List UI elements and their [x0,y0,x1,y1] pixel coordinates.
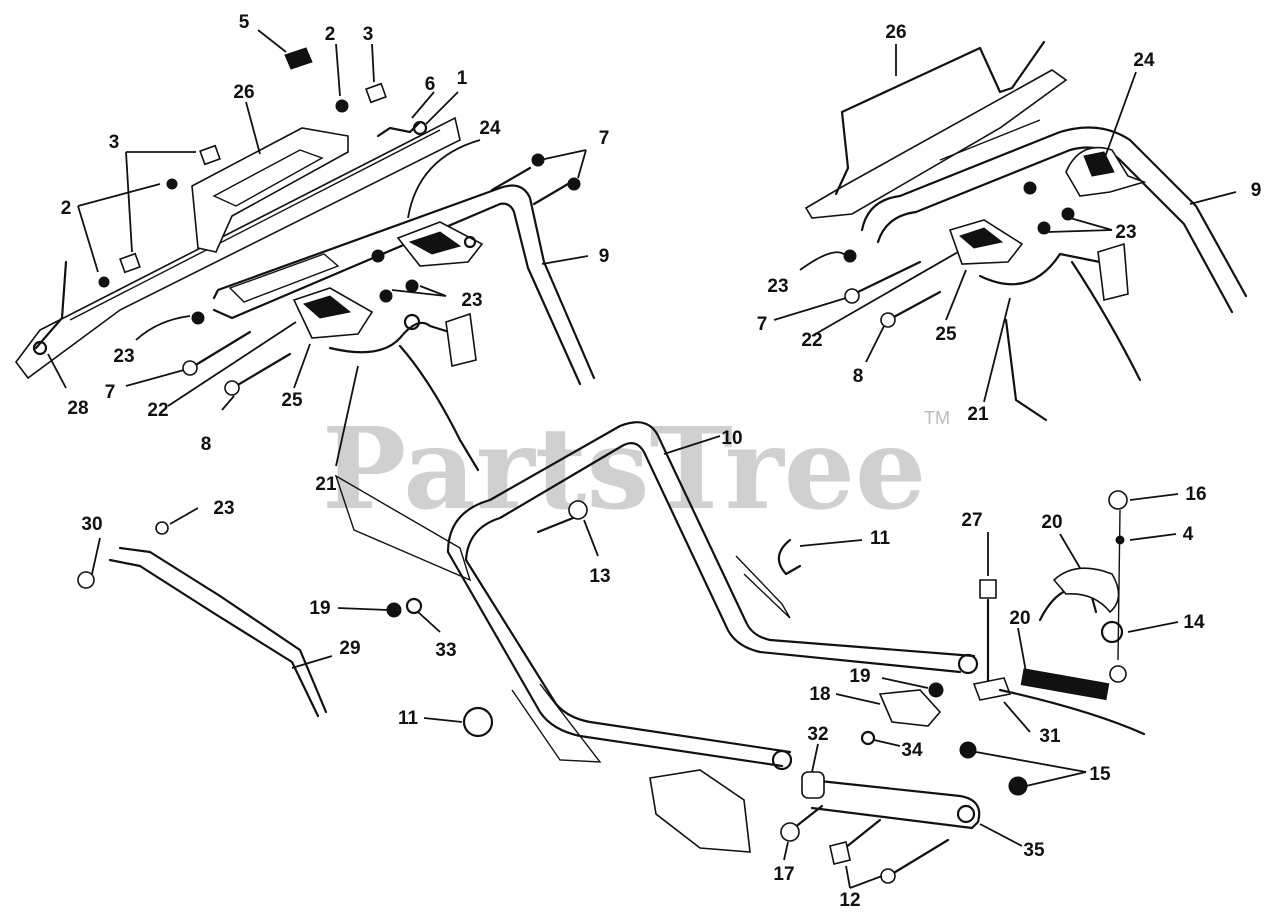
callout-1: 1 [457,68,468,89]
callout-25: 25 [281,390,303,411]
callout-7: 7 [757,314,768,335]
clamp-11 [777,538,802,576]
callout-21: 21 [315,474,337,495]
cable-20 [998,688,1146,736]
callout-23: 23 [113,346,134,367]
callout-11: 11 [398,708,419,729]
callout-7: 7 [105,382,116,403]
callout-10: 10 [721,428,742,449]
callout-11: 11 [870,528,891,549]
callout-8: 8 [853,366,864,387]
callout-21: 21 [967,404,989,425]
callout-3: 3 [109,132,120,153]
lower-handle-frame [446,421,976,658]
right-panel-assembly [804,40,1248,422]
rod-28 [34,260,68,350]
leader-lines [47,29,1237,889]
main-handle-assembly [77,421,1146,884]
callout-22: 22 [147,400,168,421]
control-lever-25 [292,287,374,339]
callout-3: 3 [363,24,374,45]
callout-20: 20 [1009,608,1030,629]
callout-6: 6 [425,74,436,95]
callout-24: 24 [479,118,501,139]
callout-16: 16 [1185,484,1206,505]
callout-35: 35 [1023,840,1045,861]
callout-23: 23 [1115,222,1136,243]
callout-25: 25 [935,324,957,345]
upper-handle-tube [212,184,596,380]
bottom-link-35 [808,778,981,830]
callout-33: 33 [435,640,456,661]
left-panel-assembly [15,47,596,472]
callout-17: 17 [773,864,794,885]
cable-21 [328,321,464,354]
callout-9: 9 [1251,180,1262,201]
callout-2: 2 [61,198,72,219]
callout-2: 2 [325,24,336,45]
decal-5 [284,47,313,70]
callout-26: 26 [233,82,254,103]
bolt-13 [536,514,580,534]
control-lever-24 [396,221,484,267]
link-29 [118,546,328,714]
callout-9: 9 [599,246,610,267]
callout-27: 27 [961,510,982,531]
callout-4: 4 [1183,524,1194,545]
callout-29: 29 [339,638,360,659]
callout-19: 19 [309,598,330,619]
callout-26: 26 [885,22,906,43]
callout-28: 28 [67,398,88,419]
callout-18: 18 [809,684,830,705]
callout-labels: 5 2 3 6 1 26 3 2 24 7 9 23 23 28 7 22 25… [61,12,1262,911]
watermark-text: PartsTree [322,404,926,535]
rod-26 [834,40,1046,196]
callout-20: 20 [1041,512,1062,533]
callout-13: 13 [589,566,610,587]
callout-14: 14 [1183,612,1205,633]
callout-23: 23 [213,498,234,519]
right-mounting-plate [804,69,1068,219]
callout-12: 12 [839,890,860,911]
watermark-trademark: TM [924,408,950,428]
cable-21b [978,252,1102,286]
part-18 [878,689,942,727]
callout-7: 7 [599,128,610,149]
control-lever-25b [948,219,1024,265]
callout-22: 22 [801,330,822,351]
callout-34: 34 [901,740,923,761]
handle-bracket-26 [191,127,349,253]
callout-8: 8 [201,434,212,455]
callout-15: 15 [1089,764,1111,785]
callout-24: 24 [1133,50,1155,71]
control-lever-24b [1065,146,1147,197]
mounting-plate [15,116,461,380]
callout-23: 23 [767,276,788,297]
callout-31: 31 [1039,726,1061,747]
callout-19: 19 [849,666,870,687]
upper-handle-tube-right [860,126,1248,298]
callout-30: 30 [81,514,102,535]
callout-23: 23 [461,290,482,311]
callout-5: 5 [239,12,250,33]
callout-32: 32 [807,724,828,745]
